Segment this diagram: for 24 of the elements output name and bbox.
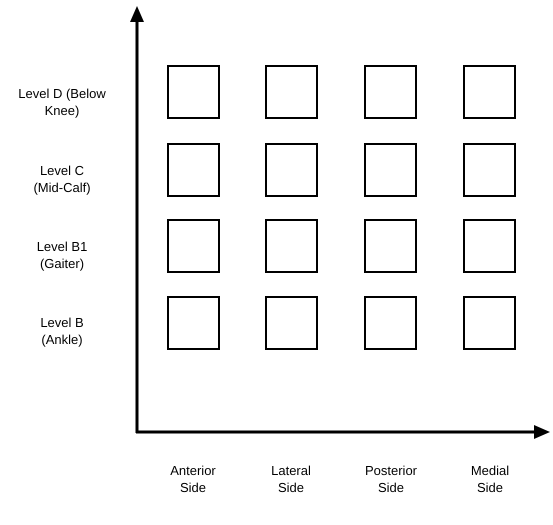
- empty-box: [463, 143, 516, 197]
- row-label: Level D (Below Knee): [17, 85, 107, 119]
- row-label: Level C (Mid-Calf): [32, 162, 92, 196]
- empty-box: [463, 219, 516, 273]
- row-label: Level B1 (Gaiter): [36, 238, 88, 272]
- empty-box: [167, 143, 220, 197]
- column-label: Posterior Side: [364, 462, 418, 496]
- column-label: Lateral Side: [270, 462, 312, 496]
- row-label: Level B (Ankle): [39, 314, 85, 348]
- empty-box: [265, 65, 318, 119]
- empty-box: [265, 219, 318, 273]
- empty-box: [265, 143, 318, 197]
- column-label: Medial Side: [470, 462, 510, 496]
- empty-box: [265, 296, 318, 350]
- empty-box: [463, 65, 516, 119]
- empty-box: [364, 65, 417, 119]
- empty-box: [364, 219, 417, 273]
- column-label: Anterior Side: [169, 462, 217, 496]
- empty-box: [167, 296, 220, 350]
- empty-box: [167, 65, 220, 119]
- empty-box: [463, 296, 516, 350]
- empty-box: [364, 296, 417, 350]
- empty-box: [167, 219, 220, 273]
- empty-box: [364, 143, 417, 197]
